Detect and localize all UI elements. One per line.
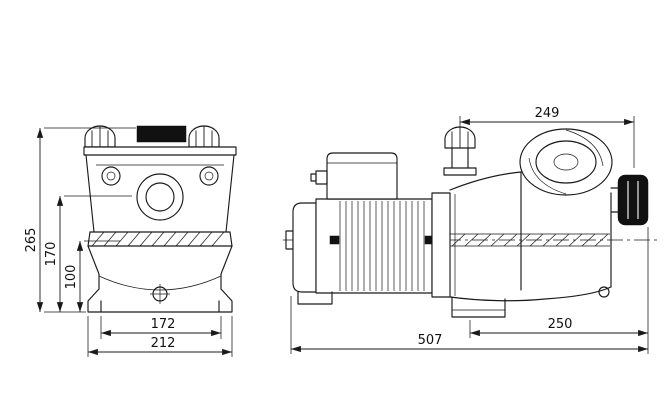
front-right-knob bbox=[188, 125, 220, 148]
upper-body-outline bbox=[85, 154, 235, 233]
dim-front-axis-height: 100 bbox=[64, 240, 120, 312]
motor bbox=[285, 198, 435, 305]
inlet-port-inner bbox=[145, 182, 175, 212]
cable-gland-nut bbox=[310, 173, 317, 182]
top-plate bbox=[83, 146, 237, 156]
inlet-port-outer bbox=[136, 173, 184, 221]
clamp-band bbox=[87, 231, 233, 247]
volute-bottom-outline bbox=[449, 286, 612, 302]
casing-drain-plug bbox=[598, 286, 610, 298]
lower-body-outline bbox=[87, 245, 233, 313]
dim-label-side-top-length: 249 bbox=[535, 106, 560, 121]
strainer-lid-outer bbox=[519, 128, 613, 196]
dim-front-foot-width: 172 bbox=[100, 316, 222, 339]
dim-label-front-total-height: 265 bbox=[24, 228, 39, 253]
cable-gland bbox=[315, 170, 328, 185]
strainer-lid bbox=[519, 128, 613, 196]
discharge-neck bbox=[610, 187, 619, 213]
discharge-knob-body bbox=[617, 174, 649, 226]
volute-top-outline bbox=[449, 171, 612, 291]
right-boss-hole bbox=[204, 171, 214, 181]
priming-knob bbox=[444, 126, 476, 149]
dim-label-front-foot-width: 172 bbox=[151, 317, 176, 332]
motor-body bbox=[315, 198, 433, 294]
dim-front-total-height: 265 bbox=[24, 127, 136, 313]
strainer-lid-middle bbox=[535, 140, 597, 184]
strainer-lid-center bbox=[553, 153, 579, 171]
dim-side-top-length: 249 bbox=[459, 106, 635, 168]
motor-foot bbox=[297, 291, 333, 305]
clamp-hatching bbox=[91, 231, 225, 247]
front-dimensions: 265 170 100 172 212 bbox=[24, 127, 233, 357]
pump-casing bbox=[431, 171, 612, 302]
left-boss bbox=[101, 166, 121, 186]
side-view: 249 250 507 bbox=[283, 106, 658, 354]
dim-label-front-total-width: 212 bbox=[151, 336, 176, 351]
dim-label-side-total-length: 507 bbox=[418, 333, 443, 348]
casing-foot bbox=[451, 296, 506, 318]
front-pump-body bbox=[83, 125, 237, 313]
side-dimensions: 249 250 507 bbox=[290, 106, 649, 354]
terminal-box bbox=[310, 152, 398, 200]
seal-bracket bbox=[431, 192, 451, 298]
dim-label-side-rear-length: 250 bbox=[548, 317, 573, 332]
right-boss bbox=[199, 166, 219, 186]
casing-foot-outline bbox=[451, 296, 506, 318]
front-left-knob bbox=[84, 125, 116, 148]
discharge-knob bbox=[610, 174, 649, 226]
axis-mark-rear bbox=[329, 235, 340, 245]
dim-front-inlet-height: 170 bbox=[44, 195, 132, 312]
motor-rear-cap bbox=[292, 202, 317, 293]
motor-cooling-fins bbox=[339, 201, 425, 291]
discharge-knob-ridges bbox=[627, 181, 639, 219]
priming-cap-neck bbox=[451, 147, 469, 169]
priming-cap bbox=[443, 126, 477, 176]
priming-cap-flange bbox=[443, 167, 477, 176]
left-boss-hole bbox=[106, 171, 116, 181]
terminal-box-body bbox=[326, 152, 398, 200]
carry-handle bbox=[136, 125, 187, 143]
axis-band-hatching bbox=[451, 233, 609, 247]
dim-side-rear-length: 250 bbox=[469, 227, 649, 354]
front-view: 265 170 100 172 212 bbox=[24, 125, 237, 357]
dim-side-total-length: 507 bbox=[290, 296, 648, 354]
dim-label-front-inlet-height: 170 bbox=[44, 242, 59, 267]
dim-front-total-width: 212 bbox=[87, 316, 233, 357]
base-feet bbox=[100, 300, 220, 313]
drain-plug-crosshair bbox=[150, 284, 170, 304]
strainer-lid-swirl bbox=[528, 129, 604, 195]
dim-label-front-axis-height: 100 bbox=[64, 265, 79, 290]
